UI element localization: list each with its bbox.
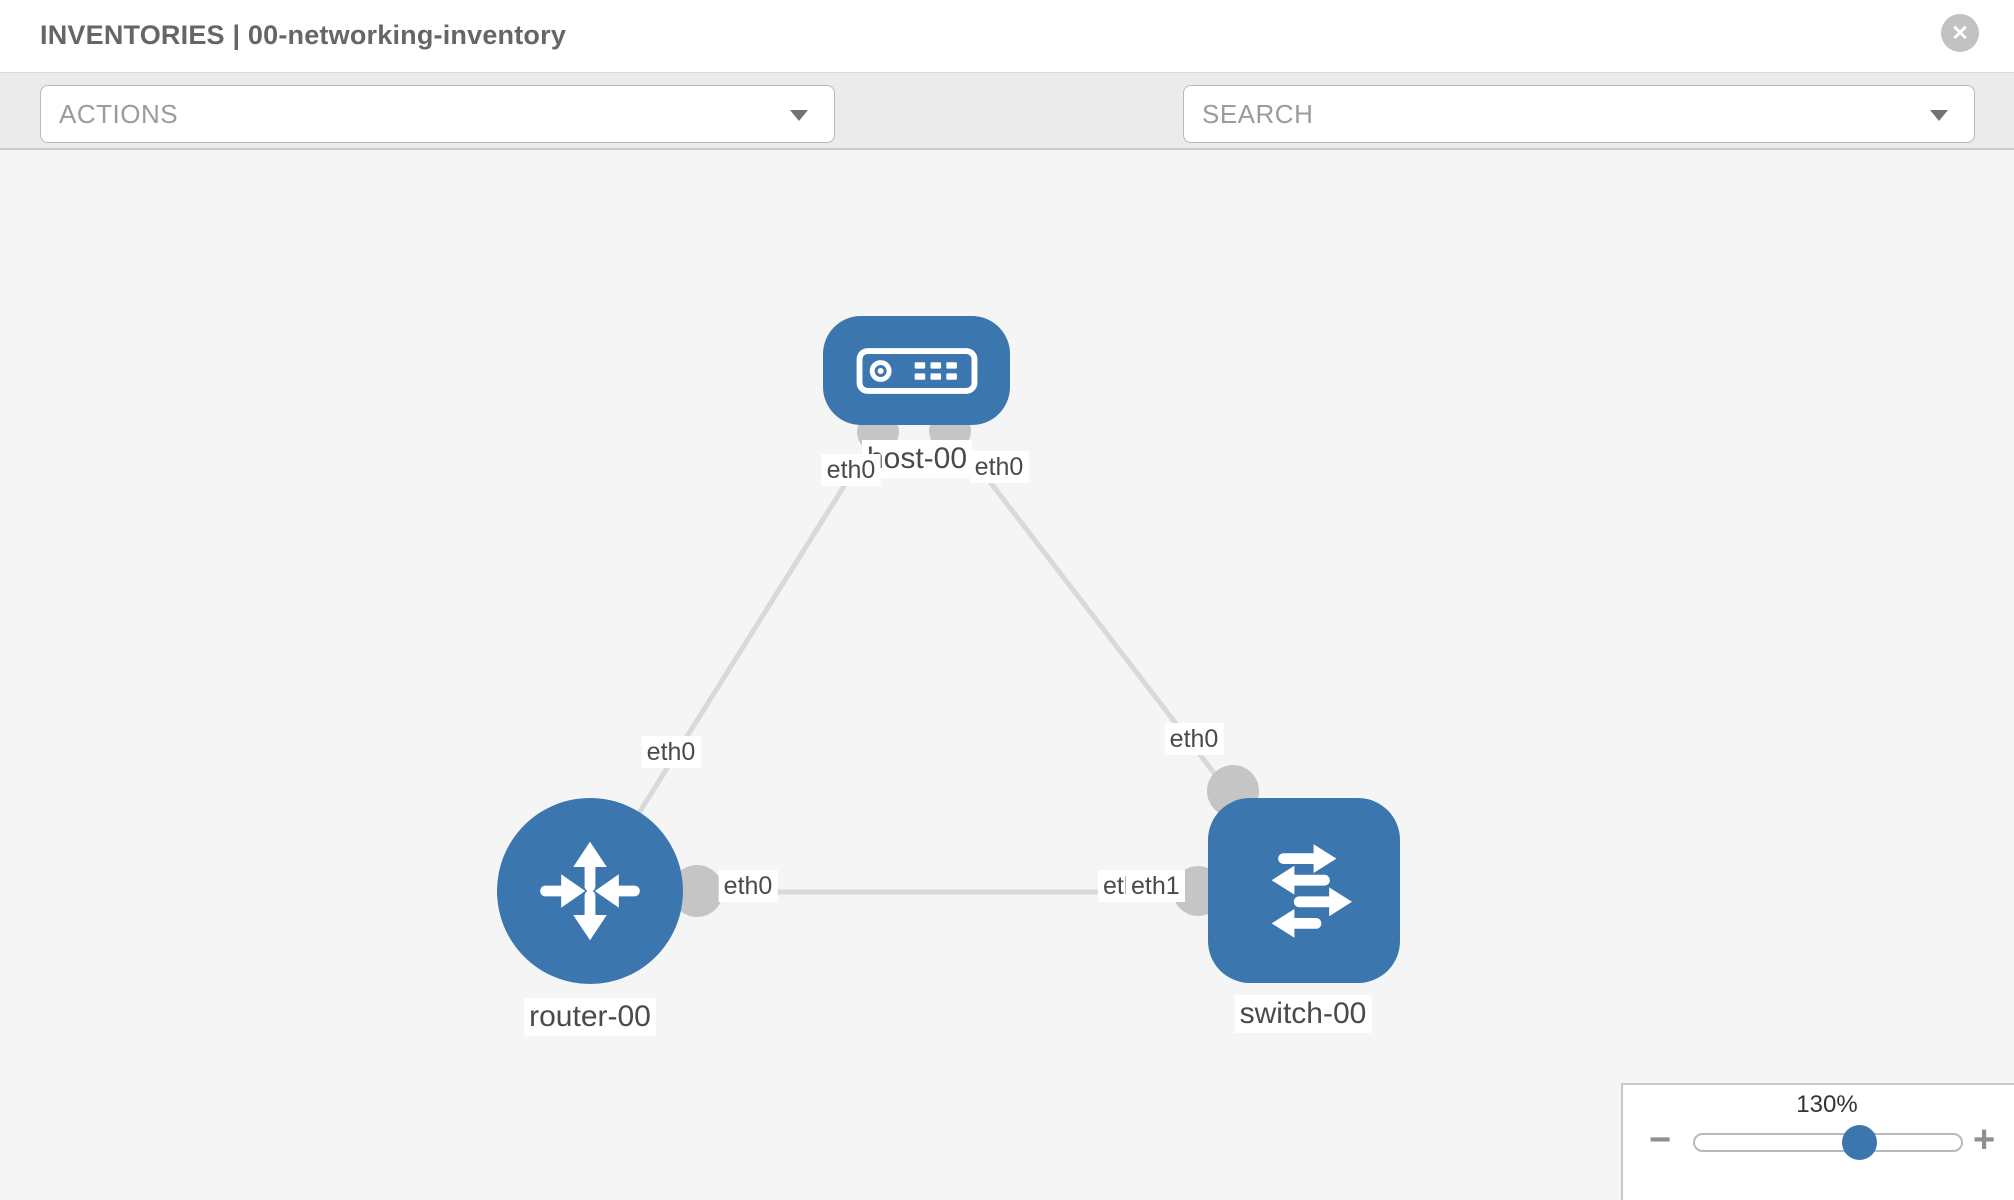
node-host-00[interactable] bbox=[823, 316, 1010, 425]
topology-canvas[interactable]: host-00 router-00 switch-00 eth0 eth0 et… bbox=[0, 150, 2014, 1200]
actions-dropdown-label: ACTIONS bbox=[59, 98, 179, 129]
toolbar: ACTIONS SEARCH bbox=[0, 72, 2014, 205]
host-icon bbox=[856, 347, 977, 394]
node-router-00[interactable] bbox=[497, 798, 683, 984]
interface-label: eth1 bbox=[1126, 870, 1185, 902]
zoom-out-button[interactable]: − bbox=[1649, 1119, 1672, 1161]
zoom-in-button[interactable]: + bbox=[1973, 1119, 1996, 1161]
search-dropdown-label: SEARCH bbox=[1202, 98, 1314, 129]
interface-label: eth0 bbox=[969, 451, 1029, 483]
interface-label: eth0 bbox=[1164, 723, 1224, 755]
interface-label-clipped: eth0 bbox=[1098, 870, 1128, 902]
zoom-slider-track[interactable] bbox=[1693, 1133, 1963, 1152]
zoom-slider-thumb[interactable] bbox=[1842, 1125, 1877, 1160]
connector-router-right[interactable] bbox=[671, 865, 723, 917]
chevron-down-icon bbox=[1930, 110, 1948, 121]
close-icon[interactable]: ✕ bbox=[1941, 14, 1979, 52]
node-label-switch[interactable]: switch-00 bbox=[1234, 995, 1372, 1033]
node-switch-00[interactable] bbox=[1208, 798, 1400, 983]
actions-dropdown[interactable]: ACTIONS bbox=[40, 85, 835, 143]
router-icon bbox=[540, 841, 640, 941]
interface-label: eth0 bbox=[821, 454, 881, 486]
node-label-router[interactable]: router-00 bbox=[524, 998, 656, 1036]
zoom-level-value: 130% bbox=[1796, 1091, 1858, 1118]
switch-icon bbox=[1271, 843, 1352, 938]
page-title: INVENTORIES | 00-networking-inventory bbox=[40, 20, 567, 50]
header: INVENTORIES | 00-networking-inventory ✕ bbox=[0, 0, 2014, 72]
chevron-down-icon bbox=[790, 110, 808, 121]
interface-label: eth0 bbox=[718, 870, 778, 902]
interface-label: eth0 bbox=[641, 736, 701, 768]
search-dropdown[interactable]: SEARCH bbox=[1183, 85, 1975, 143]
zoom-control-panel: 130% − + bbox=[1621, 1083, 2014, 1200]
